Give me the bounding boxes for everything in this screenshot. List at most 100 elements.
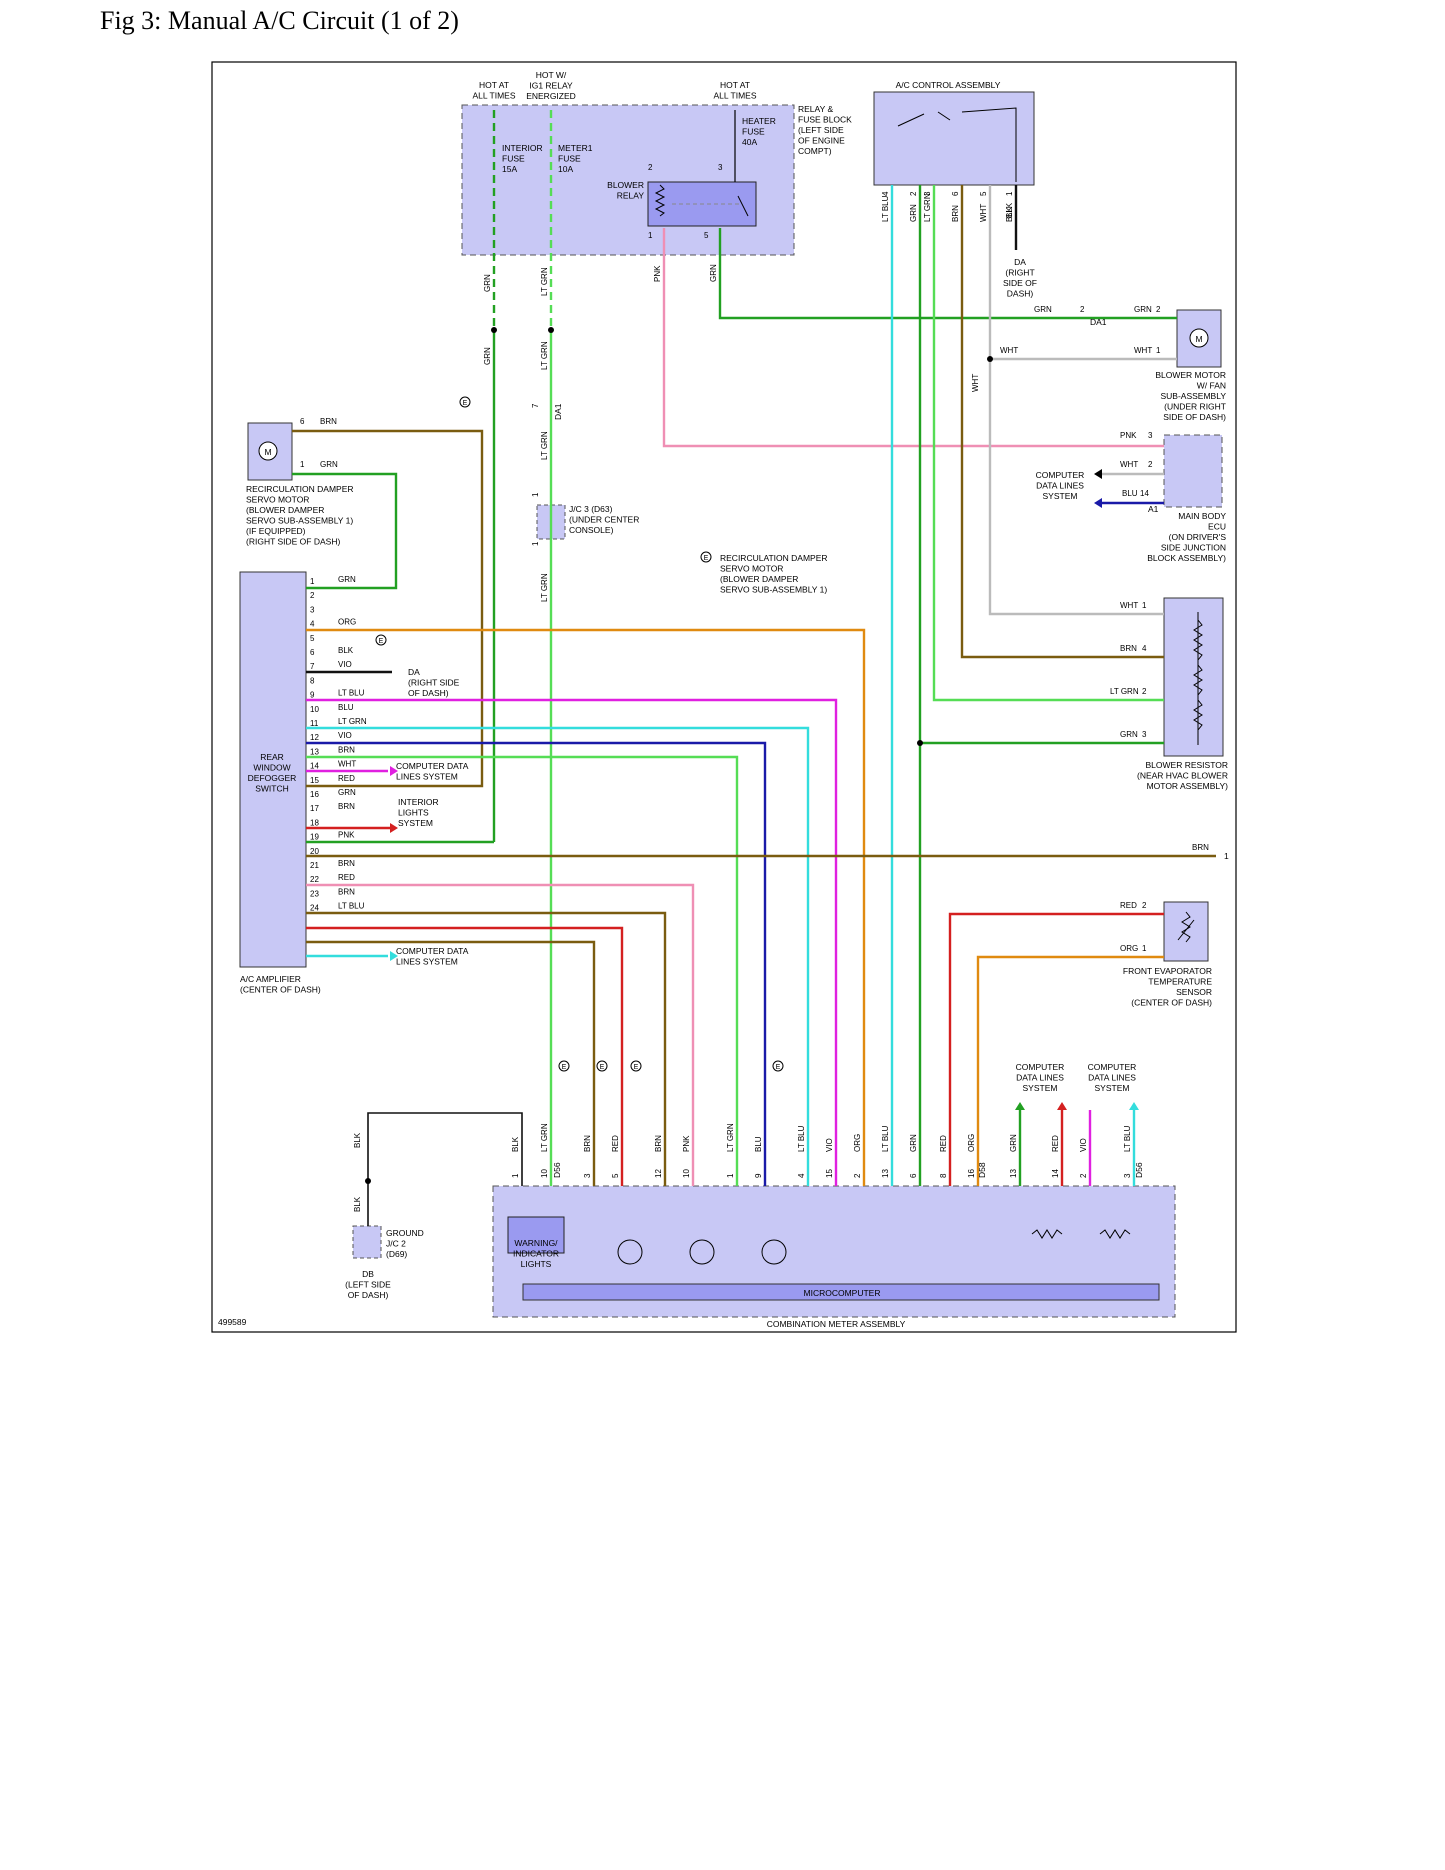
meter-pin-wire: VIO — [825, 1138, 834, 1152]
amp-pin-wire: GRN — [338, 575, 356, 584]
meter-pin-wire: RED — [1051, 1135, 1060, 1152]
svg-text:GRN: GRN — [1034, 305, 1052, 314]
amp-pin-wire: ORG — [338, 618, 356, 627]
label-a1: A1 — [1148, 504, 1159, 514]
meter-pin-wire: RED — [611, 1135, 620, 1152]
label-combination-meter: COMBINATION METER ASSEMBLY — [767, 1319, 906, 1329]
ac-pin-wire: LT GRN — [923, 193, 932, 222]
svg-text:LT GRN: LT GRN — [540, 431, 549, 460]
amp-pin-number: 12 — [310, 733, 319, 742]
meter-pin-wire: ORG — [967, 1134, 976, 1152]
svg-text:E: E — [600, 1064, 605, 1071]
meter-pin-number: 4 — [797, 1173, 806, 1178]
svg-text:GRN: GRN — [320, 460, 338, 469]
label-brn-end-pin: 1 — [1224, 851, 1229, 861]
svg-text:6: 6 — [300, 417, 305, 426]
meter-pin-wire: BRN — [583, 1135, 592, 1152]
svg-text:1: 1 — [300, 460, 305, 469]
page-title: Fig 3: Manual A/C Circuit (1 of 2) — [100, 6, 459, 35]
amp-pin-wire: BLK — [338, 646, 354, 655]
wire-amp-brn23 — [306, 940, 596, 1186]
svg-text:BRN: BRN — [1192, 843, 1209, 852]
amp-pin-number: 5 — [310, 634, 315, 643]
svg-text:BRN: BRN — [1120, 644, 1137, 653]
data-line-arrows — [390, 469, 1139, 1110]
meter-pin-wire: BRN — [654, 1135, 663, 1152]
svg-text:GRN: GRN — [483, 347, 492, 365]
ac-pin-number: 4 — [881, 191, 890, 196]
svg-text:PNK: PNK — [1120, 431, 1137, 440]
meter-pin-wire: BLK — [511, 1136, 520, 1152]
wire-amp-red22 — [306, 926, 624, 1186]
amp-pin-wire: LT BLU — [338, 902, 365, 911]
amp-pin-wire: LT GRN — [338, 717, 367, 726]
svg-text:BLK: BLK — [353, 1132, 362, 1148]
amp-pin-wire: VIO — [338, 731, 352, 740]
wire-ac-brn — [960, 185, 1164, 659]
svg-text:BLK: BLK — [353, 1196, 362, 1212]
amp-pin-number: 9 — [310, 691, 315, 700]
meter-pin-number: 14 — [1051, 1169, 1060, 1178]
svg-text:1: 1 — [648, 231, 653, 240]
meter-pin-wire: LT BLU — [881, 1125, 890, 1152]
amp-pin-wire: RED — [338, 873, 355, 882]
svg-text:E: E — [776, 1064, 781, 1071]
amp-pin-number: 13 — [310, 747, 319, 756]
junction-dots — [365, 327, 993, 1184]
wire-relay-pnk — [662, 228, 1164, 448]
amp-pin-number: 11 — [310, 719, 319, 728]
ac-pin-number: 6 — [951, 191, 960, 196]
relay-fuse-block — [461, 104, 795, 256]
meter-pin-number: 9 — [754, 1173, 763, 1178]
amp-pin-number: 2 — [310, 591, 315, 600]
svg-text:2: 2 — [1156, 305, 1161, 314]
svg-text:GRN: GRN — [1120, 730, 1138, 739]
amp-pin-number: 22 — [310, 875, 319, 884]
ac-pin-number: 5 — [979, 191, 988, 196]
svg-text:3: 3 — [1142, 730, 1147, 739]
amp-pin-wire: VIO — [338, 660, 352, 669]
label-microcomputer: MICROCOMPUTER — [804, 1288, 881, 1298]
meter-pin-number: 3 — [583, 1173, 592, 1178]
svg-text:7: 7 — [531, 403, 540, 408]
amp-pin-number: 1 — [310, 577, 315, 586]
combination-meter-assembly — [492, 1185, 1176, 1318]
amp-pin-wire: RED — [338, 774, 355, 783]
svg-text:WHT: WHT — [1120, 460, 1138, 469]
ground-jc2 — [352, 1225, 382, 1259]
svg-text:E: E — [634, 1064, 639, 1071]
svg-text:WHT: WHT — [1000, 346, 1018, 355]
meter-pin-number: 1 — [511, 1173, 520, 1178]
amp-pin-number: 16 — [310, 790, 319, 799]
meter-pin-number: 2 — [853, 1173, 862, 1178]
svg-text:2: 2 — [1142, 687, 1147, 696]
ac-pin-wire: BRN — [951, 205, 960, 222]
amp-pin-wire: BRN — [338, 859, 355, 868]
wire-recirc-grn — [292, 472, 398, 590]
meter-pin-number: 15 — [825, 1169, 834, 1178]
svg-text:3: 3 — [718, 163, 723, 172]
meter-pin-number: 10 — [540, 1169, 549, 1178]
amp-pin-number: 8 — [310, 676, 315, 685]
wire-amp-org4 — [306, 628, 866, 1186]
label-da1-vertical: DA1 — [553, 403, 563, 420]
amp-pin-number: 3 — [310, 605, 315, 614]
svg-text:1: 1 — [531, 541, 540, 546]
meter-pin-wire: PNK — [682, 1135, 691, 1152]
ac-pin-number: 3 — [923, 191, 932, 196]
svg-text:ORG: ORG — [1120, 944, 1138, 953]
svg-text:E: E — [704, 555, 709, 562]
svg-text:1: 1 — [1142, 944, 1147, 953]
svg-text:2: 2 — [1080, 305, 1085, 314]
